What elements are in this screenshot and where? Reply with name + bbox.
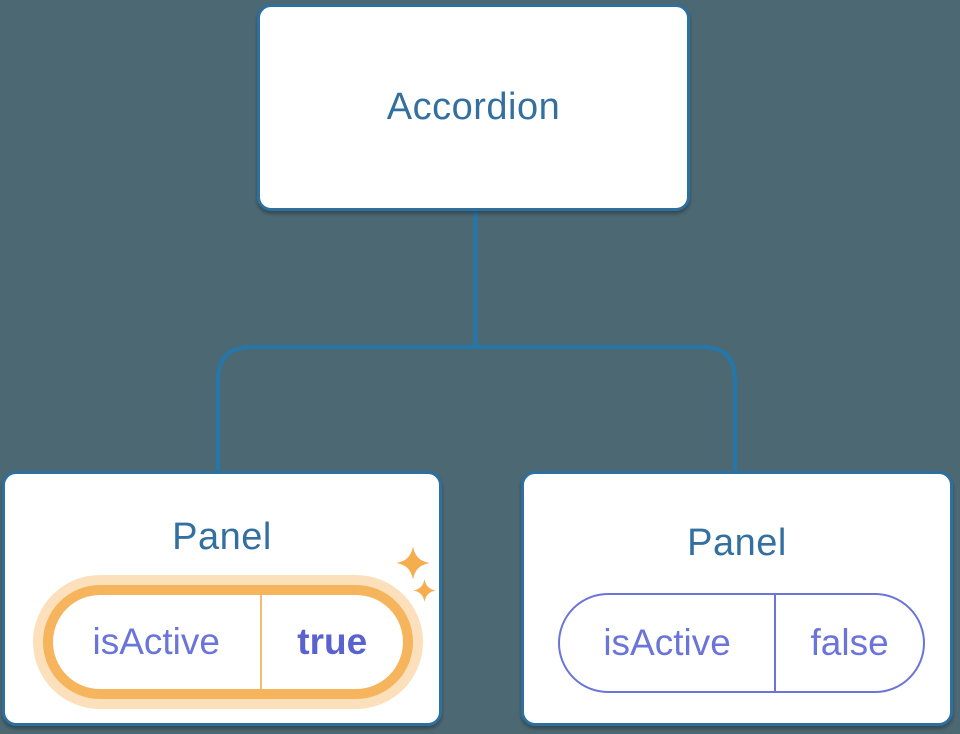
state-pill-inactive: isActive false [558, 593, 925, 693]
sparkle-icon-small [413, 579, 436, 602]
state-value-cell: false [776, 595, 923, 691]
panel-node-active: Panel isActive true [2, 471, 442, 726]
state-key-label: isActive [603, 622, 731, 663]
state-key-cell: isActive [560, 595, 774, 691]
state-value-cell: true [262, 595, 404, 689]
sparkle-icon-large [396, 546, 430, 580]
panel-title: Panel [687, 522, 787, 564]
pill-divider [774, 595, 777, 691]
panel-node-inactive: Panel isActive false [521, 471, 953, 726]
state-value-label: false [810, 622, 889, 663]
state-key-cell: isActive [53, 595, 260, 689]
accordion-node: Accordion [257, 4, 690, 211]
branch-connector-line [216, 345, 737, 473]
state-value-label: true [297, 621, 368, 662]
panel-title: Panel [172, 516, 272, 558]
accordion-node-label: Accordion [386, 86, 561, 128]
state-key-label: isActive [92, 621, 220, 662]
pill-divider [259, 595, 262, 689]
state-pill-active: isActive true [43, 585, 413, 699]
